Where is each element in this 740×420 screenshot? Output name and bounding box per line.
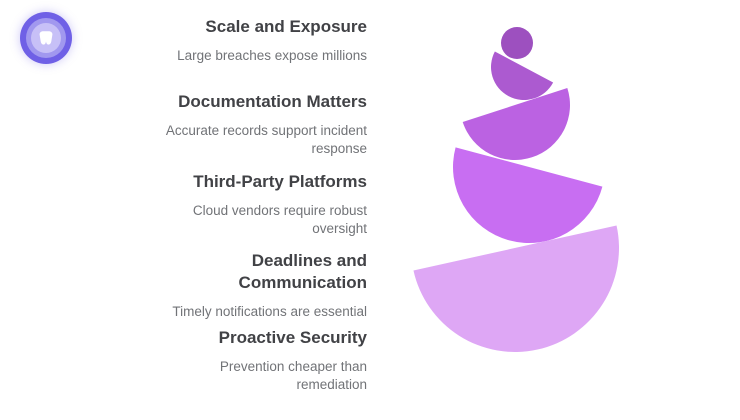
funnel-chart (400, 0, 640, 380)
section-deadlines-and-communication: Deadlines and Communication Timely notif… (152, 250, 367, 321)
section-subtitle: Large breaches expose millions (177, 48, 367, 63)
funnel-level-1-circle (501, 27, 533, 59)
section-proactive-security: Proactive Security Prevention cheaper th… (152, 327, 367, 393)
sections-column: Scale and Exposure Large breaches expose… (152, 0, 367, 420)
section-subtitle: Prevention cheaper than remediation (219, 359, 367, 392)
section-title: Proactive Security (218, 328, 367, 347)
section-third-party-platforms: Third-Party Platforms Cloud vendors requ… (152, 171, 367, 237)
section-subtitle: Accurate records support incident respon… (165, 123, 367, 156)
funnel-level-5-half-circle (413, 225, 640, 373)
section-title: Third-Party Platforms (193, 172, 367, 191)
section-subtitle: Timely notifications are essential (172, 304, 367, 319)
brand-logo (20, 12, 72, 64)
section-documentation-matters: Documentation Matters Accurate records s… (152, 91, 367, 157)
section-title: Scale and Exposure (205, 17, 367, 36)
section-scale-and-exposure: Scale and Exposure Large breaches expose… (152, 16, 367, 65)
section-title: Documentation Matters (178, 92, 367, 111)
section-subtitle: Cloud vendors require robust oversight (192, 203, 367, 236)
section-title: Deadlines and Communication (238, 251, 367, 292)
tooth-icon (39, 31, 53, 45)
